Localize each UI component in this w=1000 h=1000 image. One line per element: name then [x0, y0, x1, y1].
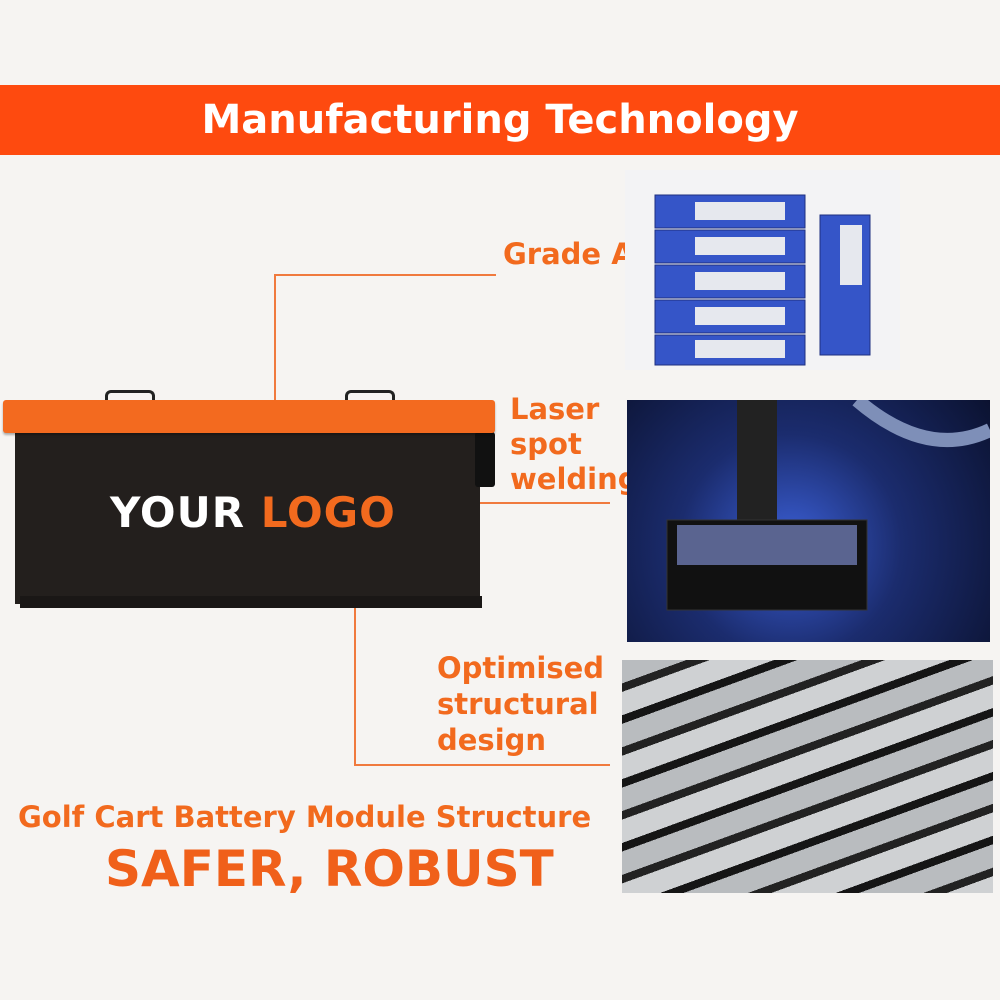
logo-word: YOUR: [110, 488, 246, 537]
battery-lid: [3, 400, 495, 433]
battery-base: [20, 596, 482, 608]
battery-logo: YOUR LOGO: [110, 488, 396, 537]
cell-stack-illustration: [654, 194, 871, 366]
feature-label-grade-a: Grade A: [503, 237, 634, 271]
laser-machine-illustration: [666, 400, 990, 611]
feature-label-laser: Laser spot welding: [510, 392, 639, 497]
module-structure-subtitle: Golf Cart Battery Module Structure: [18, 800, 592, 834]
connector-line: [274, 274, 496, 276]
label-line: design: [437, 723, 547, 757]
battery-body: [15, 432, 480, 604]
battery-handle: [105, 390, 155, 402]
connector-line: [274, 275, 276, 400]
battery-terminal: [475, 432, 495, 487]
label-line: Optimised: [437, 651, 605, 685]
logo-word: LOGO: [260, 488, 396, 537]
structural-design-image: [622, 660, 993, 893]
laser-welding-image: [627, 400, 990, 642]
title-banner: Manufacturing Technology: [0, 85, 1000, 155]
label-line: welding: [510, 462, 639, 496]
connector-line: [480, 502, 610, 504]
connector-line: [354, 764, 610, 766]
feature-label-structure: Optimised structural design: [437, 650, 604, 758]
label-line: Laser: [510, 392, 600, 426]
page-title: Manufacturing Technology: [201, 97, 799, 143]
connector-line: [354, 606, 356, 766]
grade-a-cells-image: [625, 170, 900, 370]
label-line: spot: [510, 427, 582, 461]
label-line: structural: [437, 687, 599, 721]
safer-robust-headline: SAFER, ROBUST: [105, 840, 554, 898]
battery-handle: [345, 390, 395, 402]
